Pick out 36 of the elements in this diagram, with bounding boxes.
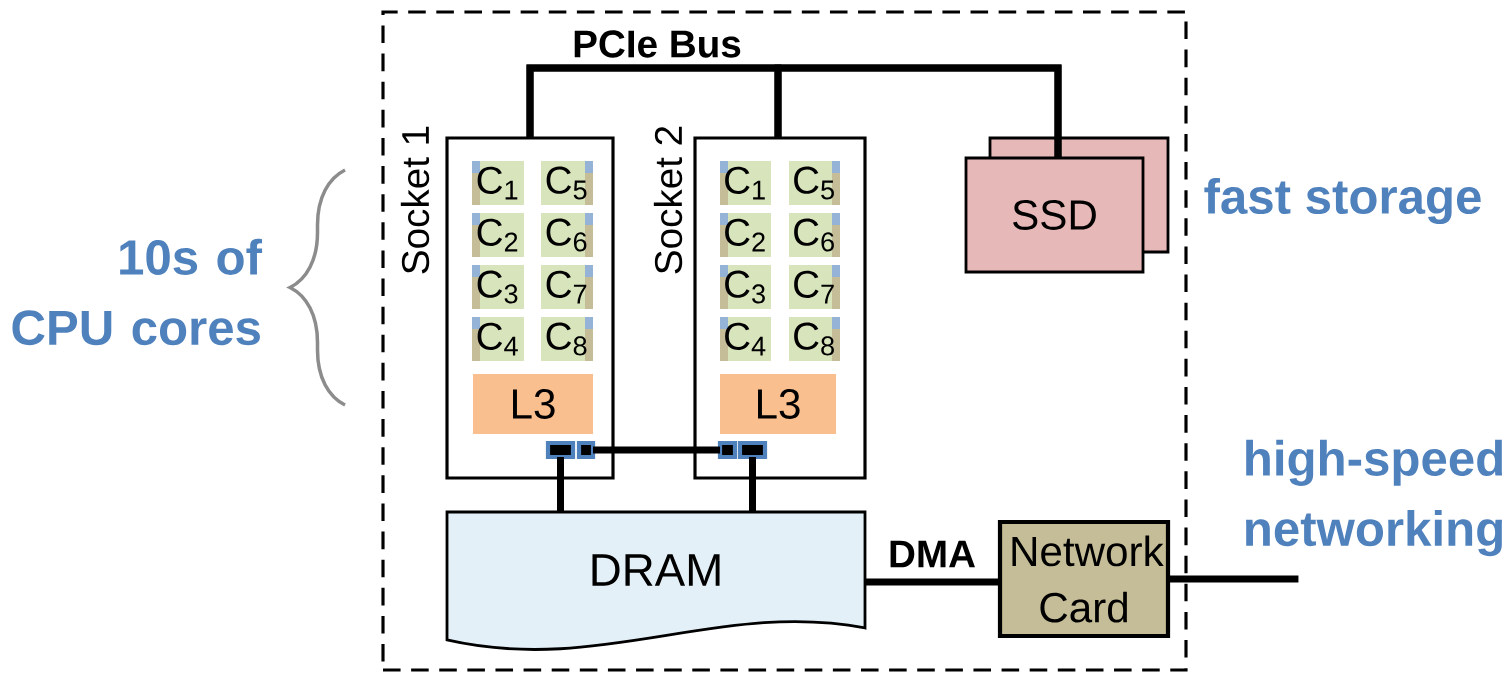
- core-box: C$_{5}$: [789, 161, 840, 205]
- server-boundary: [381, 10, 1188, 672]
- core-box: C$_{8}$: [789, 317, 840, 361]
- core-box: C$_{5}$: [541, 161, 593, 205]
- annotation-text: 10s of CPU cores: [12, 238, 263, 346]
- core-box: C$_{2}$: [472, 213, 524, 257]
- connector-line: [865, 578, 1000, 586]
- core-box: C$_{3}$: [720, 265, 771, 309]
- cache-box: L3: [473, 374, 593, 434]
- bus-line: [774, 64, 1062, 158]
- connector-line: [1168, 575, 1299, 583]
- core-box: C$_{4}$: [720, 317, 771, 361]
- core-box: C$_{2}$: [720, 213, 771, 257]
- core-box: C$_{8}$: [541, 317, 593, 361]
- port: [737, 440, 768, 460]
- cache-box: L3: [720, 374, 836, 434]
- core-box: C$_{7}$: [541, 265, 593, 309]
- node-label: Socket 2: [653, 126, 683, 274]
- port: [717, 440, 738, 460]
- annotation-text: high-speed networking: [1246, 439, 1502, 557]
- core-box: C$_{6}$: [789, 213, 840, 257]
- edge-label: PCIe Bus: [574, 30, 741, 58]
- core-box: C$_{1}$: [472, 161, 524, 205]
- core-box: C$_{3}$: [472, 265, 524, 309]
- network-card-box: Network Card: [997, 519, 1171, 639]
- node-label: Socket 1: [400, 126, 430, 274]
- core-box: C$_{4}$: [472, 317, 524, 361]
- core-box: C$_{6}$: [541, 213, 593, 257]
- port: [545, 440, 576, 460]
- core-box: C$_{7}$: [789, 265, 840, 309]
- core-box: C$_{1}$: [720, 161, 771, 205]
- edge-label: DMA: [890, 540, 975, 568]
- ssd-box: SSD: [964, 136, 1170, 274]
- annotation-text: fast storage: [1204, 177, 1481, 225]
- port: [576, 440, 596, 460]
- memory-box: DRAM: [445, 510, 867, 651]
